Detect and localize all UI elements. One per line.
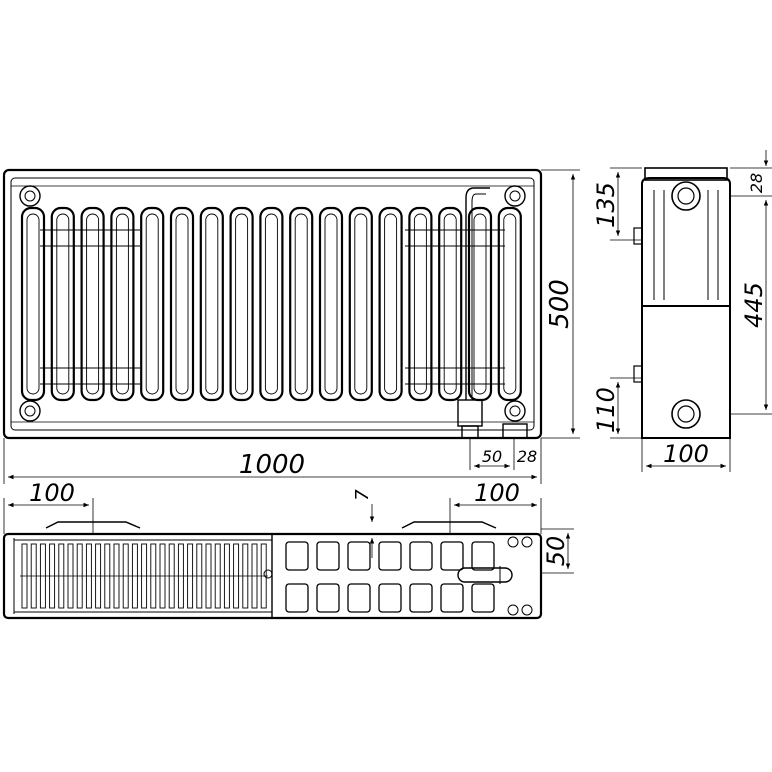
front-plug-top-right-icon: [504, 185, 526, 207]
top-channel-upper: [378, 541, 402, 571]
side-top-connection-icon: [671, 181, 701, 211]
front-fin: [318, 206, 344, 402]
top-channel-upper: [409, 541, 433, 571]
side-panel-upper: [641, 177, 731, 307]
front-fin: [497, 206, 522, 402]
front-fin-inner: [413, 213, 427, 395]
front-fin: [80, 206, 105, 402]
top-channel-upper: [440, 541, 464, 571]
front-valve-insert-icon: [457, 187, 528, 439]
side-wall-clip-upper: [633, 227, 643, 245]
top-channel-lower: [471, 583, 495, 613]
front-height-dimension: 500: [541, 169, 580, 439]
front-fin-inner: [294, 213, 308, 395]
top-channel-lower: [378, 583, 402, 613]
top-end-plugs: [263, 536, 533, 616]
front-fin: [50, 206, 75, 402]
front-fin-inner: [86, 213, 100, 395]
side-top-connection-label: 135: [592, 182, 620, 228]
front-connection-dimension: 50 28: [469, 438, 537, 470]
side-bottom-connection-dimension: 110: [592, 377, 642, 439]
top-bracket-left: [45, 521, 141, 529]
top-valve-connection-icon: [457, 566, 513, 584]
side-panel-lower-cover: [641, 305, 731, 439]
front-fin: [229, 206, 254, 402]
top-channel-lower: [316, 583, 340, 613]
front-plug-top-left-icon: [19, 185, 41, 207]
side-depth-label: 100: [663, 440, 709, 468]
front-plug-bottom-left-icon: [19, 400, 41, 422]
front-width-label: 1000: [239, 450, 305, 480]
front-fin: [259, 206, 284, 402]
front-view: 500 1000 50 28: [2, 168, 580, 484]
front-collector-bars: [40, 229, 505, 385]
front-fin: [348, 206, 373, 402]
front-width-dimension: 1000: [3, 438, 542, 484]
front-fin: [438, 206, 463, 402]
top-channel-upper: [285, 541, 309, 571]
top-channel-lower: [347, 583, 371, 613]
top-panel-channels: [285, 541, 495, 613]
front-fin: [110, 206, 135, 402]
front-fin-inner: [145, 213, 159, 395]
side-bottom-connection-label: 110: [592, 387, 620, 433]
top-channel-upper: [347, 541, 371, 571]
front-connection-offset-label: 50: [482, 447, 502, 466]
front-connection-wall-label: 28: [517, 447, 537, 466]
front-fin: [378, 206, 403, 402]
front-fin-inner: [503, 213, 517, 395]
top-gap-dimension: 7: [352, 489, 375, 558]
front-fin-inner: [26, 213, 40, 395]
top-gap-label: 7: [352, 489, 373, 501]
front-plug-bottom-right-icon: [504, 400, 526, 422]
front-fin-inner: [384, 213, 398, 395]
side-center-distance-label: 445: [740, 282, 768, 328]
side-top-connection-dimension: 135: [592, 167, 642, 241]
front-fin: [169, 206, 195, 402]
front-fin-inner: [264, 213, 278, 395]
top-right-bracket-dimension: 100: [449, 479, 542, 534]
front-fin: [140, 206, 165, 402]
side-center-distance-dimension: 445: [730, 200, 772, 415]
front-fin-inner: [115, 213, 129, 395]
front-fin-inner: [175, 213, 189, 395]
top-channel-lower: [440, 583, 464, 613]
top-channel-upper: [471, 541, 495, 571]
top-left-bracket-label: 100: [29, 479, 75, 507]
front-fin-inner: [473, 213, 487, 395]
top-depth-label: 50: [542, 536, 570, 567]
front-fin-inner: [235, 213, 249, 395]
side-view: 28 135 445 110 100: [592, 150, 772, 472]
front-fin-inner: [324, 213, 338, 395]
side-depth-dimension: 100: [641, 438, 731, 472]
side-wall-clip-lower: [633, 365, 643, 383]
front-height-label: 500: [545, 279, 575, 329]
front-fin-inner: [354, 213, 368, 395]
top-bracket-right: [401, 521, 497, 529]
top-channel-upper: [316, 541, 340, 571]
top-channel-lower: [409, 583, 433, 613]
side-top-gap-label: 28: [747, 173, 766, 193]
front-fin: [199, 206, 224, 402]
top-channel-lower: [285, 583, 309, 613]
front-fin-inner: [443, 213, 457, 395]
side-bottom-connection-icon: [671, 399, 701, 429]
front-panel-outline: [2, 168, 543, 440]
front-panel-inner-frame: [10, 177, 535, 431]
front-fin-inner: [205, 213, 219, 395]
front-fin: [408, 206, 433, 402]
front-fin: [289, 206, 314, 402]
front-fin: [20, 206, 46, 402]
side-bracket-top: [644, 167, 728, 181]
side-top-gap-dimension: 28: [730, 150, 772, 197]
front-fins: [20, 206, 522, 402]
top-depth-dimension: 50: [541, 528, 574, 574]
top-left-bracket-dimension: 100: [3, 479, 94, 534]
top-view: 100 100 7 50: [2, 479, 574, 620]
front-fin-inner: [56, 213, 70, 395]
top-right-bracket-label: 100: [474, 479, 520, 507]
